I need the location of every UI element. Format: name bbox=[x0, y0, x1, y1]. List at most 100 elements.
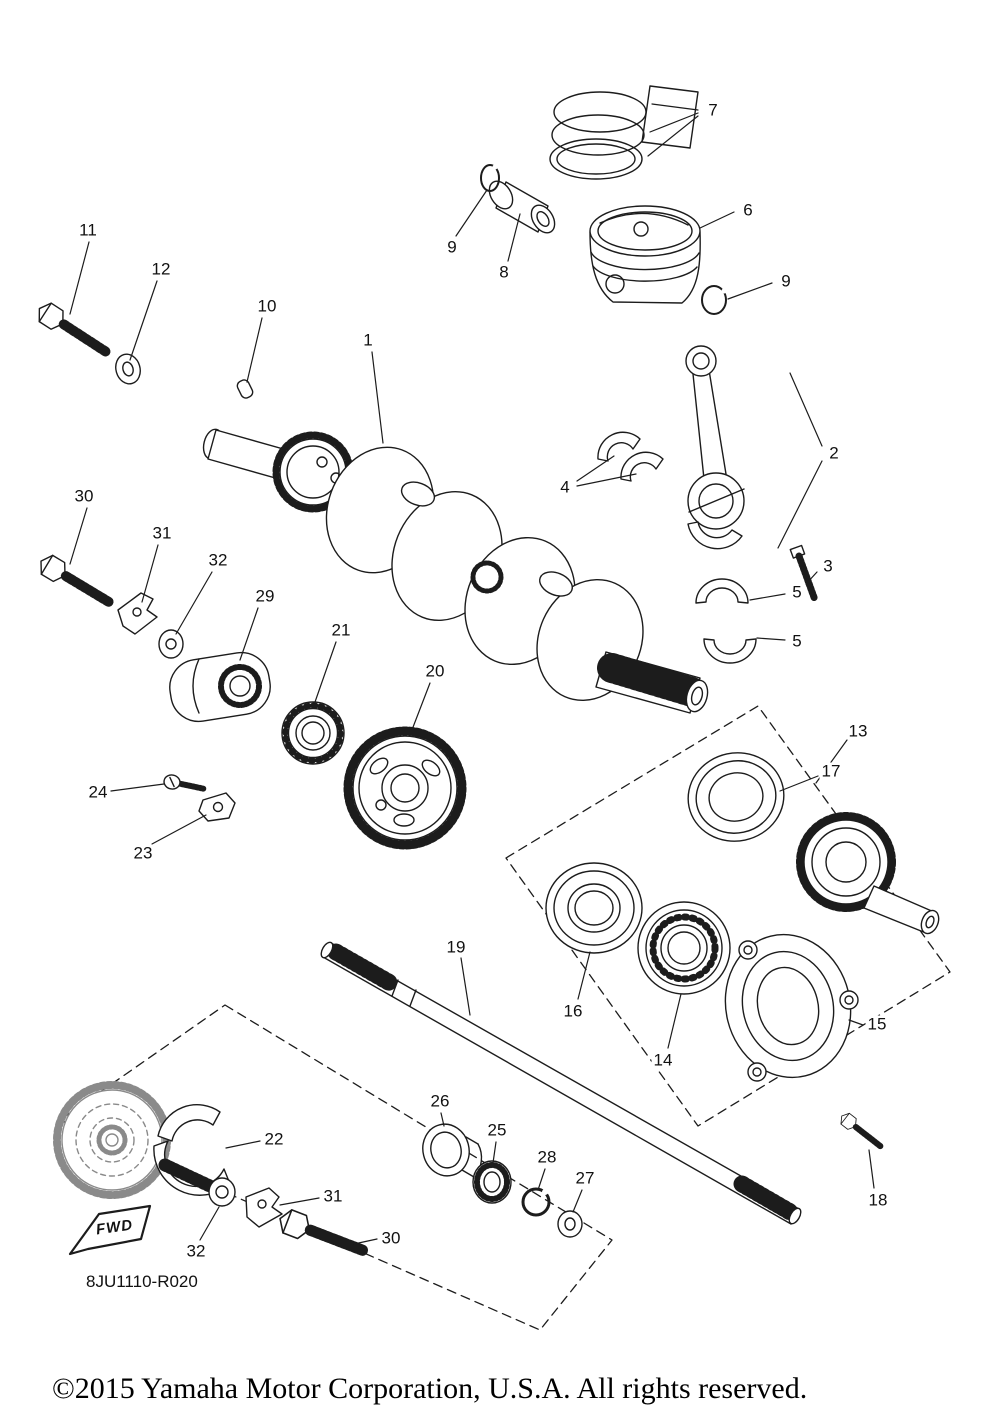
leader-line bbox=[69, 507, 88, 565]
callout-label: 11 bbox=[77, 220, 99, 240]
callout-label: 3 bbox=[821, 556, 835, 576]
callout-label: 29 bbox=[253, 586, 277, 606]
leader-line bbox=[649, 112, 699, 133]
callout-label: 21 bbox=[329, 620, 353, 640]
callout-label: 6 bbox=[741, 200, 755, 220]
leader-line bbox=[779, 775, 819, 792]
rod-bearing-shells bbox=[597, 431, 664, 482]
leader-line bbox=[699, 211, 735, 229]
bearing-17 bbox=[687, 752, 785, 842]
leader-line bbox=[225, 1140, 261, 1149]
callout-label: 8 bbox=[497, 262, 511, 282]
leader-line bbox=[492, 1141, 497, 1164]
leader-line bbox=[777, 460, 823, 549]
copyright-text: ©2015 Yamaha Motor Corporation, U.S.A. A… bbox=[52, 1372, 808, 1405]
assembly-box-upper bbox=[505, 705, 951, 1127]
leader-line bbox=[246, 317, 263, 383]
callout-label: 5 bbox=[790, 631, 804, 651]
callout-label: 4 bbox=[558, 477, 572, 497]
leader-line bbox=[577, 951, 591, 1000]
leader-line bbox=[749, 593, 786, 601]
spacer-collar bbox=[422, 1123, 483, 1178]
bearing-14 bbox=[637, 901, 731, 995]
leader-line bbox=[848, 1019, 864, 1026]
balancer-drive-gear bbox=[343, 726, 467, 850]
callout-label: 12 bbox=[149, 259, 173, 279]
leader-line bbox=[576, 455, 615, 482]
leader-line bbox=[460, 957, 471, 1016]
balancer-shaft bbox=[320, 941, 802, 1225]
leader-line bbox=[667, 993, 682, 1049]
leader-line bbox=[651, 103, 699, 111]
callout-label: 30 bbox=[379, 1228, 403, 1248]
leader-line bbox=[576, 473, 637, 487]
balancer-shaft-gear bbox=[796, 812, 940, 935]
leader-line bbox=[279, 1197, 320, 1206]
leader-line bbox=[789, 372, 823, 447]
leader-line bbox=[151, 814, 207, 845]
callout-label: 18 bbox=[866, 1190, 890, 1210]
piston bbox=[589, 205, 701, 304]
callout-label: 9 bbox=[779, 271, 793, 291]
leader-line bbox=[455, 189, 488, 237]
leader-line bbox=[129, 280, 158, 361]
leader-line bbox=[69, 241, 90, 315]
callout-label: 5 bbox=[790, 582, 804, 602]
callout-label: 16 bbox=[561, 1001, 585, 1021]
callout-label: 32 bbox=[206, 550, 230, 570]
connecting-rod bbox=[685, 345, 745, 550]
bearing-housing bbox=[724, 933, 859, 1082]
needle-bearing bbox=[472, 1160, 512, 1204]
leader-line bbox=[353, 1238, 378, 1245]
callout-label: 25 bbox=[485, 1120, 509, 1140]
oil-seal bbox=[545, 862, 643, 954]
leader-line bbox=[199, 1206, 220, 1241]
piston-pin-clip-rear bbox=[701, 284, 732, 315]
callout-label: 1 bbox=[361, 330, 375, 350]
lock-plate-lower bbox=[245, 1187, 283, 1228]
piston-pin-clip-front bbox=[480, 160, 503, 192]
bearing-holder bbox=[169, 651, 271, 723]
callout-label: 13 bbox=[846, 721, 870, 741]
callout-label: 10 bbox=[255, 296, 279, 316]
leader-line bbox=[647, 115, 699, 157]
callout-label: 17 bbox=[819, 761, 843, 781]
fwd-flag bbox=[68, 1204, 152, 1256]
balancer-weight bbox=[153, 1104, 231, 1196]
leader-line bbox=[805, 571, 818, 585]
leader-line bbox=[537, 1168, 546, 1191]
callout-label: 22 bbox=[262, 1129, 286, 1149]
washer-lower bbox=[208, 1177, 236, 1207]
retainer-clip bbox=[198, 792, 236, 822]
thrust-washer bbox=[557, 1210, 583, 1238]
leader-line bbox=[572, 1189, 583, 1213]
callout-label: 24 bbox=[86, 782, 110, 802]
crankshaft bbox=[202, 428, 709, 714]
retainer-screw bbox=[163, 774, 207, 792]
crank-washer bbox=[115, 353, 141, 385]
ball-bearing-21 bbox=[281, 701, 345, 765]
leader-line bbox=[175, 571, 213, 635]
diagram-part-code: 8JU1110-R020 bbox=[86, 1272, 198, 1291]
main-bearing-shells bbox=[695, 578, 757, 664]
callout-label: 31 bbox=[321, 1186, 345, 1206]
callout-label: 7 bbox=[706, 100, 720, 120]
leader-line bbox=[440, 1112, 445, 1127]
leader-line bbox=[110, 783, 165, 792]
leader-line bbox=[727, 282, 773, 300]
washer-upper bbox=[158, 629, 184, 659]
callout-label: 9 bbox=[445, 237, 459, 257]
callout-label: 20 bbox=[423, 661, 447, 681]
leader-line bbox=[371, 351, 384, 444]
leader-line bbox=[141, 544, 159, 603]
lock-plate-upper bbox=[117, 592, 158, 635]
leader-line bbox=[756, 637, 786, 641]
piston-pin bbox=[488, 180, 556, 234]
callout-label: 27 bbox=[573, 1168, 597, 1188]
balancer-driven-gear bbox=[53, 1081, 171, 1199]
leader-line bbox=[507, 213, 521, 262]
rod-bolt bbox=[789, 544, 819, 603]
callout-label: 15 bbox=[865, 1014, 889, 1034]
